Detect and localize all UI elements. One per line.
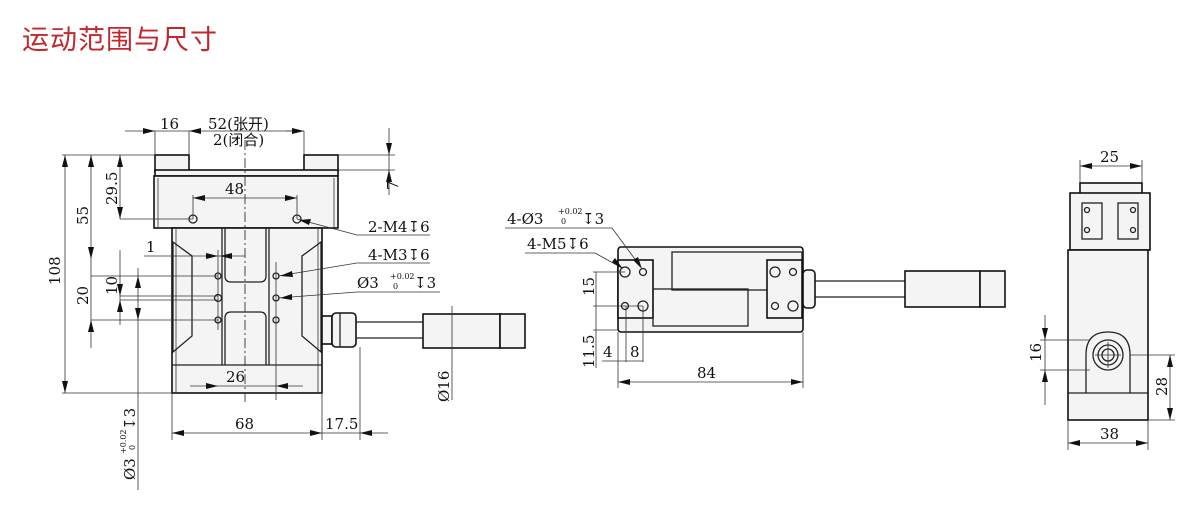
dim-total-height: 108 (46, 256, 64, 285)
dim-length: 84 (697, 364, 716, 382)
right-side-plate (301, 240, 322, 354)
callout-m3: 4-M3↧6 (368, 246, 430, 264)
dim-jaw-width: 16 (160, 115, 179, 133)
lower-body (171, 227, 323, 394)
dim-8: 8 (630, 343, 640, 361)
svg-text:↧3: ↧3 (582, 210, 604, 228)
page-title: 运动范围与尺寸 (22, 25, 218, 56)
end-view: 25 16 28 38 (1027, 148, 1175, 450)
dim-offset: 1 (146, 238, 156, 256)
dim-4: 4 (603, 343, 613, 361)
svg-text:Ø3: Ø3 (121, 458, 139, 480)
dim-cable-dia: Ø16 (435, 371, 453, 402)
svg-text:+0.02: +0.02 (558, 207, 583, 216)
end-dim-top: 25 (1100, 148, 1119, 166)
vertical-pin-callout: Ø3 +0.02 0 ↧3 (119, 408, 139, 480)
side-callout-m5: 4-M5↧6 (527, 235, 589, 253)
side-cable-plug (904, 270, 981, 308)
end-dim-16: 16 (1027, 343, 1045, 362)
svg-text:↧3: ↧3 (414, 274, 436, 292)
svg-text:4-Ø3: 4-Ø3 (507, 210, 543, 228)
svg-text:0: 0 (393, 282, 398, 291)
dim-20: 20 (74, 286, 92, 305)
side-view: 4-Ø3 +0.02 0 ↧3 4-M5↧6 15 11.5 4 8 (505, 207, 1006, 388)
dim-10: 10 (103, 276, 121, 295)
left-side-plate (172, 240, 193, 354)
side-mount-block (617, 259, 654, 319)
svg-text:+0.02: +0.02 (390, 272, 415, 281)
end-connector (1092, 339, 1124, 371)
dim-11-5: 11.5 (580, 335, 598, 368)
cable-connector (331, 312, 357, 348)
svg-text:0: 0 (128, 445, 137, 450)
dim-stroke-closed: 2(闭合) (213, 131, 264, 149)
dim-upper: 55 (74, 206, 92, 225)
cable-plug (422, 313, 501, 349)
dim-connector: 17.5 (325, 415, 358, 433)
svg-text:Ø3: Ø3 (357, 274, 379, 292)
svg-text:0: 0 (561, 217, 566, 226)
dim-width: 68 (235, 415, 254, 433)
callout-m4: 2-M4↧6 (368, 218, 430, 236)
callout-pin: Ø3 +0.02 0 ↧3 (357, 272, 436, 292)
svg-text:↧3: ↧3 (121, 408, 139, 430)
dim-hole-spacing: 48 (225, 180, 244, 198)
front-view: 16 52(张开) 2(闭合) 7 108 55 29.5 (46, 115, 526, 490)
dim-15: 15 (580, 277, 598, 296)
dim-stroke-open: 52(张开) (208, 115, 269, 133)
side-callout-pin: 4-Ø3 +0.02 0 ↧3 (507, 207, 604, 228)
dim-jaw-height: 7 (384, 180, 402, 190)
dim-hole-offset: 29.5 (103, 172, 121, 205)
end-body (1067, 249, 1149, 421)
jaw-rail (154, 169, 339, 177)
dim-26: 26 (226, 368, 245, 386)
end-dim-width: 38 (1100, 425, 1119, 443)
svg-text:+0.02: +0.02 (119, 429, 128, 454)
end-dim-28: 28 (1153, 377, 1171, 396)
